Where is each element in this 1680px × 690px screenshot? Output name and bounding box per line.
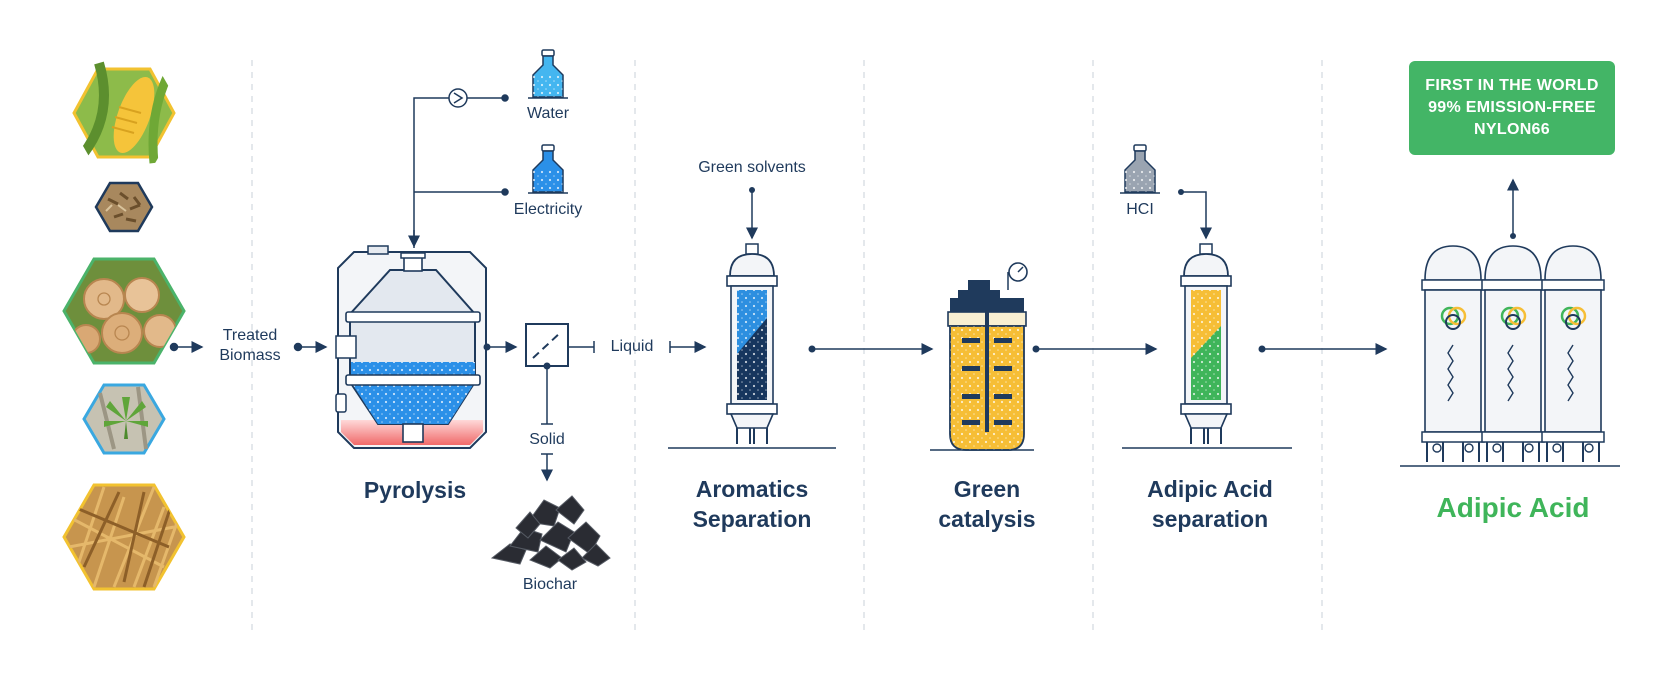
biochar-icon	[490, 495, 611, 571]
hcl-bottle-icon	[1120, 144, 1160, 194]
adipic-separation-title-line2: separation	[1151, 506, 1269, 532]
straw-icon	[62, 483, 186, 591]
adipic-separation-title-line1: Adipic Acid	[1147, 476, 1273, 502]
catalysis-title-line2: catalysis	[938, 506, 1036, 532]
electricity-bottle-icon	[528, 144, 568, 194]
biomass-flow	[169, 341, 328, 353]
treated-label-line1: Treated	[222, 327, 278, 344]
catalysis-title-line1: Green	[953, 476, 1021, 502]
pyrolysis-reactor	[335, 245, 487, 449]
badge-line3: NYLON66	[1474, 121, 1550, 138]
liquid-label: Liquid	[610, 338, 654, 355]
catalysis-title: Green catalysis	[907, 474, 1067, 534]
product-tanks	[1400, 178, 1620, 467]
adipic-acid-title: Adipic Acid	[1436, 492, 1590, 523]
green-solvents-label: Green solvents	[698, 159, 806, 176]
electricity-label: Electricity	[513, 201, 583, 218]
badge-line1: FIRST IN THE WORLD	[1425, 77, 1599, 94]
pyrolysis-title: Pyrolysis	[363, 477, 467, 503]
adipic-separation-column	[1122, 189, 1388, 449]
solid-label: Solid	[529, 431, 565, 448]
treated-biomass-label: Treated Biomass	[208, 326, 292, 366]
water-bottle-icon	[528, 49, 568, 99]
aromatics-column	[668, 187, 934, 449]
emission-free-badge: FIRST IN THE WORLD 99% EMISSION-FREE NYL…	[1409, 61, 1615, 155]
hcl-label: HCI	[1126, 201, 1154, 218]
wood-chips-icon	[94, 181, 154, 233]
aromatics-title-line2: Separation	[692, 506, 812, 532]
treated-label-line2: Biomass	[219, 347, 281, 364]
utility-feed-lines	[408, 88, 509, 248]
adipic-separation-title: Adipic Acid separation	[1120, 474, 1300, 534]
aromatics-title-line1: Aromatics	[695, 476, 809, 502]
aromatics-title: Aromatics Separation	[672, 474, 832, 534]
badge-line2: 99% EMISSION-FREE	[1428, 99, 1596, 116]
biochar-label: Biochar	[522, 576, 578, 593]
filter-separator	[483, 323, 707, 482]
water-label: Water	[526, 105, 570, 122]
hemp-icon	[82, 383, 166, 455]
logs-icon	[62, 257, 186, 365]
catalysis-reactor	[930, 262, 1158, 451]
corn-icon	[72, 61, 176, 164]
